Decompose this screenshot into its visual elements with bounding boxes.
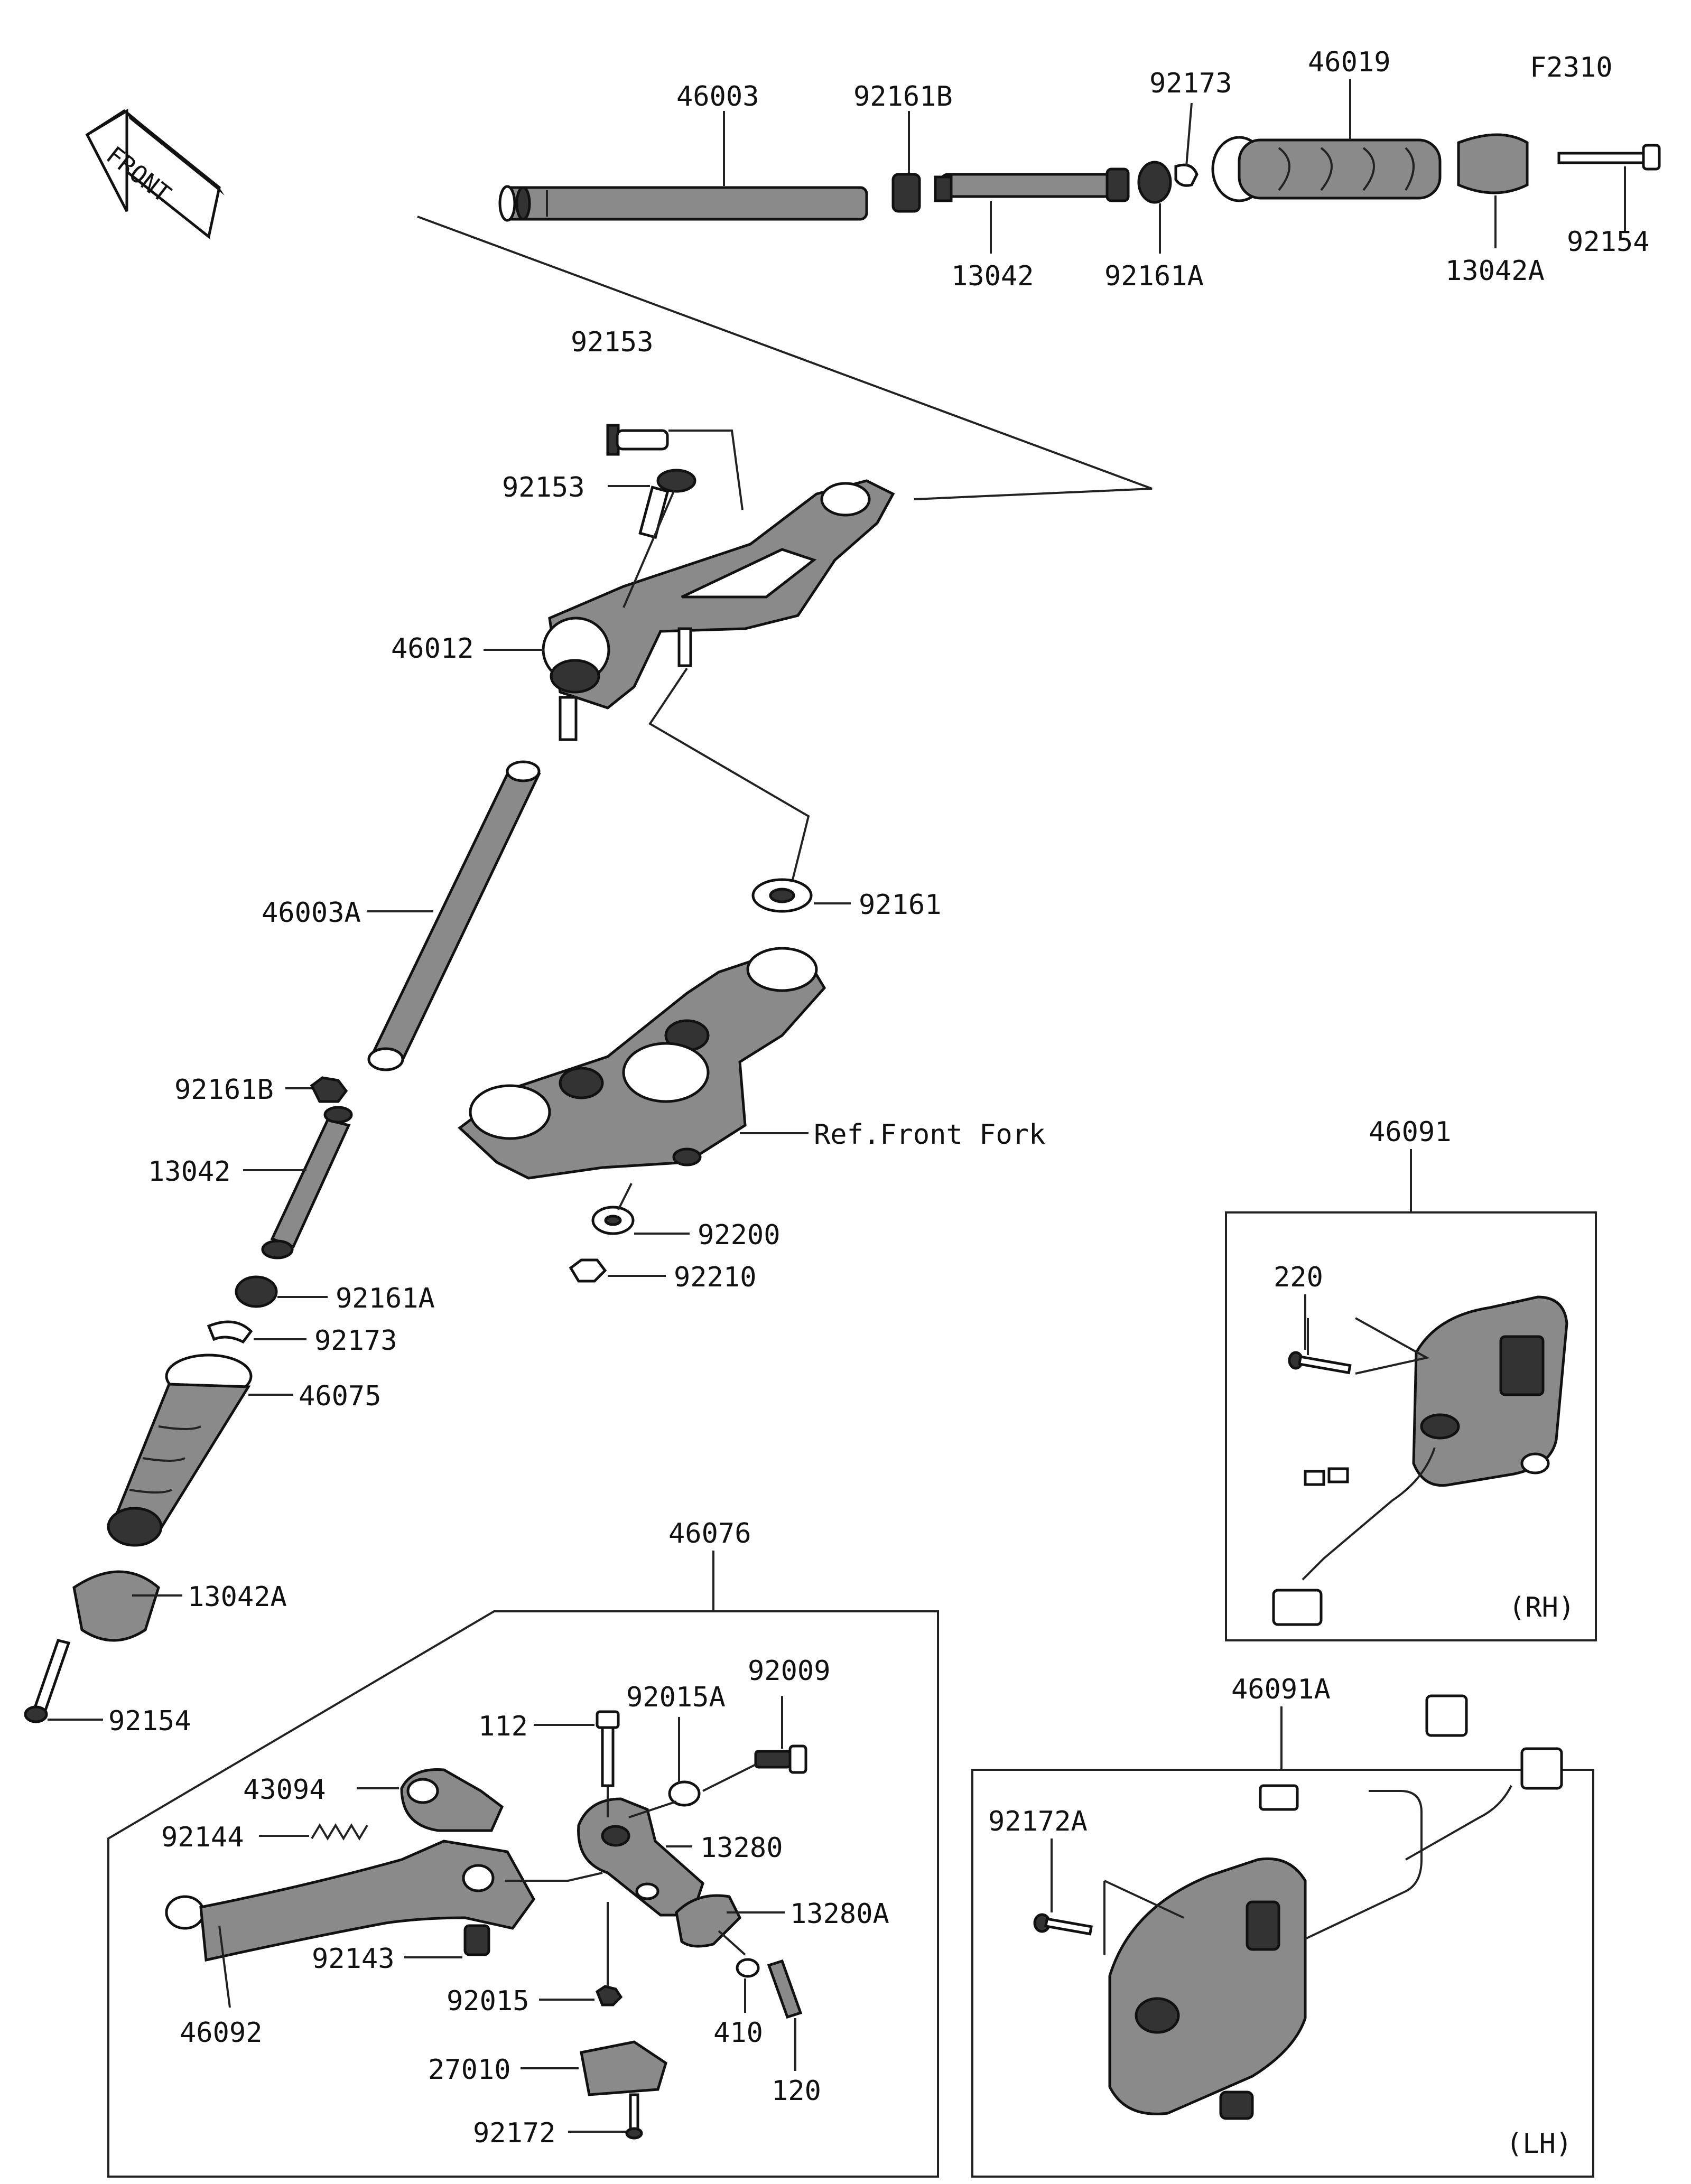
- lh-switch-frame: [971, 1769, 1594, 2178]
- ref-front-fork-label: Ref.Front Fork: [814, 1119, 1045, 1151]
- label-46091a: 46091A: [1231, 1674, 1331, 1705]
- screw-220: [1288, 1351, 1352, 1375]
- clutch-lever-46092: [165, 1840, 535, 1962]
- label-92153-b: 92153: [502, 472, 585, 503]
- nut-92210: [569, 1258, 607, 1283]
- label-92172: 92172: [473, 2117, 556, 2149]
- label-27010: 27010: [428, 2054, 511, 2086]
- label-46092: 46092: [180, 2017, 263, 2049]
- label-410: 410: [713, 2017, 763, 2049]
- switch-43094: [400, 1768, 504, 1832]
- bolt-112: [596, 1710, 620, 1787]
- label-92161a-top: 92161A: [1104, 260, 1204, 292]
- rh-switch-housing: [1272, 1295, 1568, 1626]
- label-92153-a: 92153: [571, 326, 654, 358]
- end-cap-13042a: [72, 1570, 160, 1642]
- lh-switch-housing: [1108, 1694, 1563, 2120]
- screw-120: [767, 1959, 803, 2019]
- label-46003a: 46003A: [262, 897, 361, 929]
- weight-13042-top: [934, 167, 1130, 202]
- label-112: 112: [478, 1711, 528, 1742]
- handlebar-pipe-46003: [498, 185, 868, 222]
- label-46012: 46012: [391, 633, 474, 665]
- label-46003: 46003: [676, 81, 759, 113]
- rh-label: (RH): [1509, 1592, 1575, 1623]
- lh-label: (LH): [1506, 2128, 1572, 2160]
- rh-switch-group: 46091 220 (RH): [1225, 1116, 1597, 1641]
- washer-410: [736, 1958, 760, 1978]
- label-92161b: 92161B: [174, 1074, 274, 1106]
- label-46076: 46076: [668, 1518, 751, 1550]
- label-92210: 92210: [674, 1262, 757, 1293]
- clamp-13280a: [675, 1894, 742, 1948]
- label-43094: 43094: [243, 1774, 326, 1806]
- handlebar-holder-46012: [542, 479, 895, 741]
- holder-13280: [577, 1797, 704, 1917]
- label-13280: 13280: [700, 1832, 783, 1864]
- steering-stem-clamp: [458, 947, 826, 1180]
- screw-92009: [754, 1744, 807, 1774]
- label-92154: 92154: [108, 1705, 191, 1737]
- label-92015a: 92015A: [626, 1682, 726, 1713]
- right-handlebar-assembly: 46003 92161B 92173 46019 13042 92161A 13…: [498, 46, 1661, 292]
- label-220: 220: [1274, 1262, 1323, 1293]
- label-13042a: 13042A: [188, 1581, 287, 1613]
- clutch-lever-group: 46076 46092 43094 92144 92143: [107, 1518, 939, 2178]
- label-92143: 92143: [312, 1943, 395, 1975]
- label-92173-top: 92173: [1149, 68, 1232, 99]
- washer-92015a: [668, 1780, 701, 1807]
- end-cap-13042a-top: [1457, 133, 1529, 194]
- nut-92015: [595, 1985, 623, 2006]
- label-46019: 46019: [1308, 46, 1391, 78]
- lh-switch-group: 46091A 92172A (LH): [971, 1674, 1594, 2178]
- spring-92144: [311, 1823, 368, 1841]
- label-13042a-top: 13042A: [1445, 255, 1545, 287]
- grip-46019: [1211, 136, 1442, 202]
- reference-lines: [417, 216, 1153, 500]
- figure-code: F2310: [1530, 52, 1613, 83]
- label-13280a: 13280A: [790, 1898, 889, 1930]
- nut-92161b-top: [891, 173, 921, 213]
- collar-92161a: [235, 1275, 278, 1308]
- label-13042: 13042: [148, 1156, 231, 1188]
- collar-92161a-top: [1137, 161, 1172, 204]
- bolt-92153-a: [606, 424, 669, 456]
- switch-27010: [580, 2040, 667, 2096]
- label-92161b-top: 92161B: [853, 81, 953, 113]
- label-92154-top: 92154: [1567, 226, 1650, 258]
- label-46075: 46075: [299, 1380, 382, 1412]
- clip-92173: [207, 1320, 253, 1344]
- label-92009: 92009: [748, 1655, 831, 1687]
- weight-13042: [261, 1106, 353, 1259]
- grip-46075: [107, 1354, 253, 1547]
- collar-92143: [463, 1924, 490, 1956]
- front-arrow-icon: FRONT: [85, 108, 225, 239]
- bolt-92153-b: [638, 469, 696, 539]
- bolt-92154-top: [1557, 144, 1661, 171]
- label-92173: 92173: [314, 1325, 397, 1357]
- label-92161a: 92161A: [336, 1283, 435, 1314]
- label-13042-top: 13042: [951, 260, 1034, 292]
- label-92172a: 92172A: [988, 1806, 1088, 1837]
- label-92200: 92200: [698, 1219, 781, 1251]
- label-120: 120: [772, 2075, 821, 2107]
- clip-92173-top: [1174, 163, 1198, 187]
- rh-switch-frame: [1225, 1211, 1597, 1641]
- label-92015: 92015: [447, 1985, 529, 2017]
- screw-92172: [625, 2093, 643, 2140]
- label-46091: 46091: [1369, 1116, 1452, 1148]
- label-92144: 92144: [161, 1822, 244, 1853]
- bolt-92154: [24, 1639, 71, 1723]
- screw-92172a: [1033, 1913, 1093, 1936]
- label-92161: 92161: [859, 889, 942, 921]
- handlebar-pipe-46003a: [367, 760, 541, 1071]
- clutch-assembly-frame: [107, 1610, 939, 2178]
- nut-92161b: [310, 1076, 348, 1103]
